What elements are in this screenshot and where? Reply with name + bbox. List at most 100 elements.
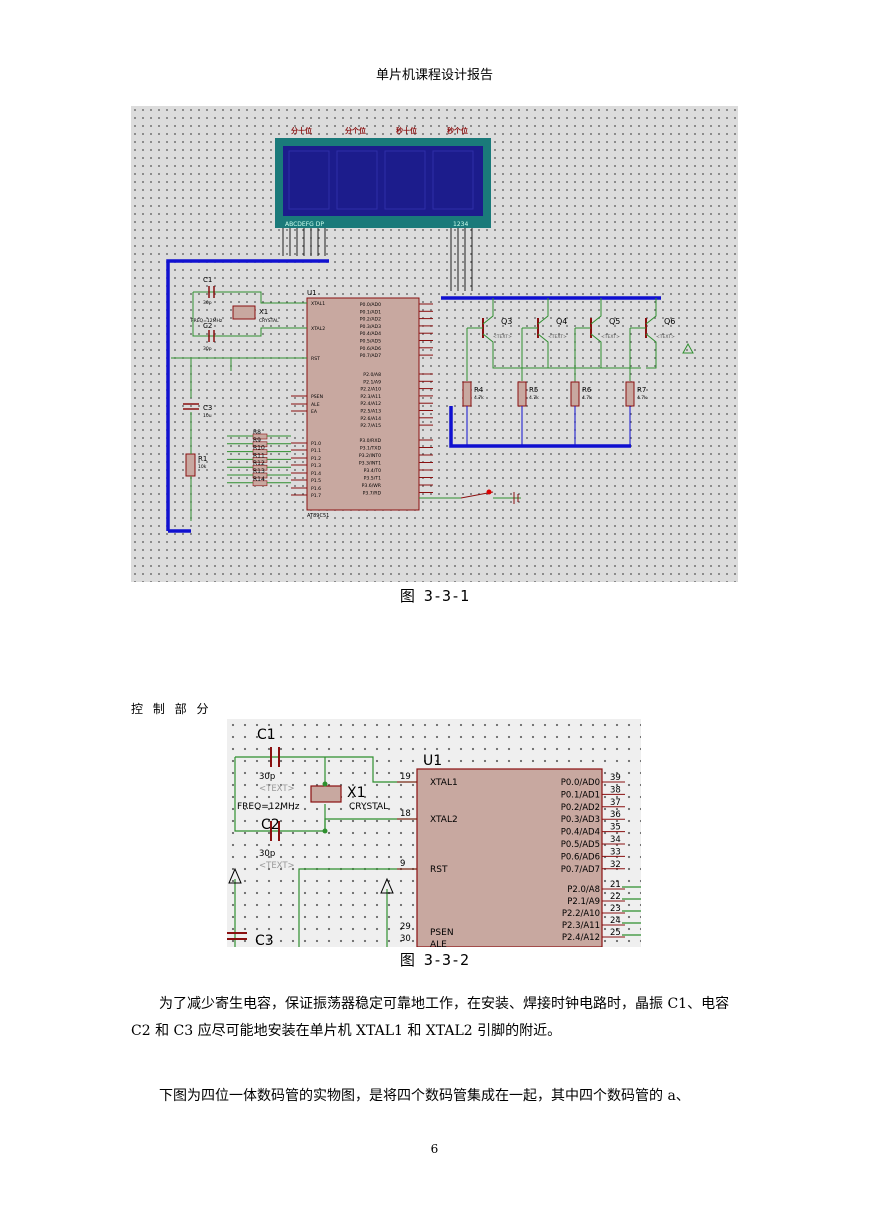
resistor-value: 4.7k bbox=[582, 395, 592, 401]
c1-ref: C1 bbox=[203, 276, 212, 284]
zoom-pin-name: P2.4/A12 bbox=[562, 933, 600, 943]
chip-pin-label: RST bbox=[311, 356, 320, 362]
freq-label: FREQ=12MHz bbox=[191, 318, 223, 324]
resistor-value: 4.7k bbox=[637, 395, 647, 401]
c3-ref: C3 bbox=[203, 404, 212, 412]
chip-pin-label: P0.6/AD6 bbox=[360, 346, 381, 352]
resistor-value: 4.7k bbox=[529, 395, 539, 401]
resistor-label: R7 bbox=[637, 386, 646, 394]
zoom-pin-number: 29 bbox=[400, 922, 411, 932]
switch-dot bbox=[486, 489, 492, 495]
crystal-x1 bbox=[232, 305, 256, 320]
lcd-display-screen bbox=[283, 146, 483, 216]
zoom-pin-name: XTAL1 bbox=[430, 778, 458, 788]
zoom-pin-number: 25 bbox=[610, 928, 621, 938]
chip-right-pins: P0.0/AD0P0.1/AD1P0.2/AD2P0.3/AD3P0.4/AD4… bbox=[359, 302, 433, 497]
chip-pin-label: P2.3/A11 bbox=[360, 394, 381, 400]
chip-pin-label: P1.4 bbox=[311, 471, 321, 477]
transistor-collector bbox=[645, 298, 657, 325]
lcd-label-min-ten: 分十位 bbox=[291, 126, 312, 135]
transistor-emitter bbox=[537, 333, 638, 369]
chip-pin-label: P2.5/A13 bbox=[360, 409, 381, 415]
chip-pin-label: P2.1/A9 bbox=[363, 379, 381, 385]
zoom-pin-number: 34 bbox=[610, 835, 621, 845]
chip-pin-label: P1.2 bbox=[311, 456, 321, 462]
c2-text-tag: <TEXT> bbox=[259, 861, 295, 871]
c2-value: 30p bbox=[203, 346, 212, 352]
c3-value: 10u bbox=[203, 413, 212, 419]
rn-label: R14 bbox=[253, 476, 265, 483]
transistor-label: Q3 bbox=[501, 317, 512, 326]
chip-pin-label: P0.7/AD7 bbox=[360, 353, 381, 359]
chip-pin-label: P0.4/AD4 bbox=[360, 331, 381, 337]
figure2-caption: 图 3-3-2 bbox=[399, 951, 470, 969]
chip-part: AT89C51 bbox=[307, 513, 329, 519]
zoom-pin-name: RST bbox=[430, 865, 448, 875]
transistor-text-tag: <TEXT> bbox=[493, 334, 512, 340]
lcd-label-min-one: 分个位 bbox=[345, 126, 366, 135]
zoom-pin-name: ALE bbox=[430, 940, 447, 947]
chip-pin-label: P2.7/A15 bbox=[360, 423, 381, 429]
chip-pin-label: P3.4/T0 bbox=[364, 468, 381, 474]
r1-value: 10k bbox=[198, 464, 207, 470]
circuit-schematic-zoom: C1 C2 C3 U1 X1 30p <TEXT> 30p <TEXT> FRE… bbox=[227, 719, 641, 947]
paragraph-2: 下图为四位一体数码管的实物图，是将四个数码管集成在一起，其中四个数码管的 a、 bbox=[159, 1088, 690, 1104]
chip-pin-label: P3.1/TXD bbox=[360, 446, 382, 452]
schematic-2-svg: C1 C2 C3 U1 X1 30p <TEXT> 30p <TEXT> FRE… bbox=[227, 727, 641, 947]
zoom-pin-number: 9 bbox=[400, 859, 405, 869]
transistor-emitter bbox=[645, 333, 657, 369]
resistor-value: 4.7k bbox=[474, 395, 484, 401]
chip-pin-label: XTAL2 bbox=[311, 326, 325, 332]
c1-value: 30p bbox=[203, 300, 212, 306]
zoom-pin-name: P2.1/A9 bbox=[567, 897, 600, 907]
chip-pin-label: P1.0 bbox=[311, 441, 321, 447]
chip-pin-label: P2.0/A8 bbox=[363, 372, 381, 378]
transistor-text-tag: <TEXT> bbox=[548, 334, 567, 340]
base-resistor bbox=[570, 381, 580, 407]
zoom-pin-name: P2.0/A8 bbox=[567, 885, 600, 895]
chip-pin-label: EA bbox=[311, 409, 318, 415]
chip-pin-label: P3.0/RXD bbox=[360, 438, 382, 444]
transistor-text-tag: <TEXT> bbox=[656, 334, 675, 340]
lcd-label-sec-one: 秒个位 bbox=[447, 126, 468, 135]
zoom-pin-number: 32 bbox=[610, 860, 621, 870]
chip-pin-label: P1.7 bbox=[311, 493, 321, 499]
u1-ref: U1 bbox=[307, 289, 317, 297]
transistor-group: Q3<TEXT>R44.7kQ4<TEXT>R54.7kQ5<TEXT>R64.… bbox=[462, 298, 694, 446]
zoom-pin-name: P0.3/AD3 bbox=[561, 815, 600, 825]
lcd-digit-pin-labels: 1234 bbox=[453, 221, 468, 228]
zoom-pin-number: 22 bbox=[610, 892, 621, 902]
rn-label: R9 bbox=[253, 437, 261, 444]
crystal-x1-zoom bbox=[310, 785, 342, 803]
rn-label: R12 bbox=[253, 460, 265, 467]
chip-pin-label: P2.6/A14 bbox=[360, 416, 381, 422]
page-number: 6 bbox=[430, 1142, 439, 1156]
rn-label: R10 bbox=[253, 445, 265, 452]
transistor-collector bbox=[590, 298, 602, 325]
ground-symbol bbox=[682, 342, 694, 354]
resistor-label: R5 bbox=[529, 386, 538, 394]
zoom-pin-number: 38 bbox=[610, 785, 621, 795]
zoom-pin-number: 36 bbox=[610, 810, 621, 820]
chip-pin-label: P1.6 bbox=[311, 486, 321, 492]
chip-pin-label: P1.3 bbox=[311, 463, 321, 469]
rn-label: R8 bbox=[253, 429, 261, 436]
chip-pin-label: P3.6/WR bbox=[362, 483, 382, 489]
chip-pin-label: P3.2/INT0 bbox=[359, 453, 381, 459]
zoom-pin-name: P0.2/AD2 bbox=[561, 803, 600, 813]
section-label: 控 制 部 分 bbox=[131, 702, 212, 716]
chip-pin-label: P1.1 bbox=[311, 448, 321, 454]
zoom-pin-name: XTAL2 bbox=[430, 815, 458, 825]
chip-pin-label: P0.1/AD1 bbox=[360, 309, 381, 315]
u1-ref-zoom: U1 bbox=[423, 753, 442, 769]
c3-ref-zoom: C3 bbox=[255, 933, 274, 947]
c1-value-zoom: 30p bbox=[259, 772, 275, 782]
zoom-pin-number: 18 bbox=[400, 809, 411, 819]
circuit-schematic-full: 分十位 分个位 秒十位 秒个位 ABCDEFG DP 1234 U1 AT89C… bbox=[131, 106, 738, 582]
page-header: 单片机课程设计报告 bbox=[375, 68, 493, 83]
zoom-pin-name: P0.5/AD5 bbox=[561, 840, 600, 850]
zoom-pin-name: P0.0/AD0 bbox=[561, 778, 600, 788]
transistor-text-tag: <TEXT> bbox=[601, 334, 620, 340]
